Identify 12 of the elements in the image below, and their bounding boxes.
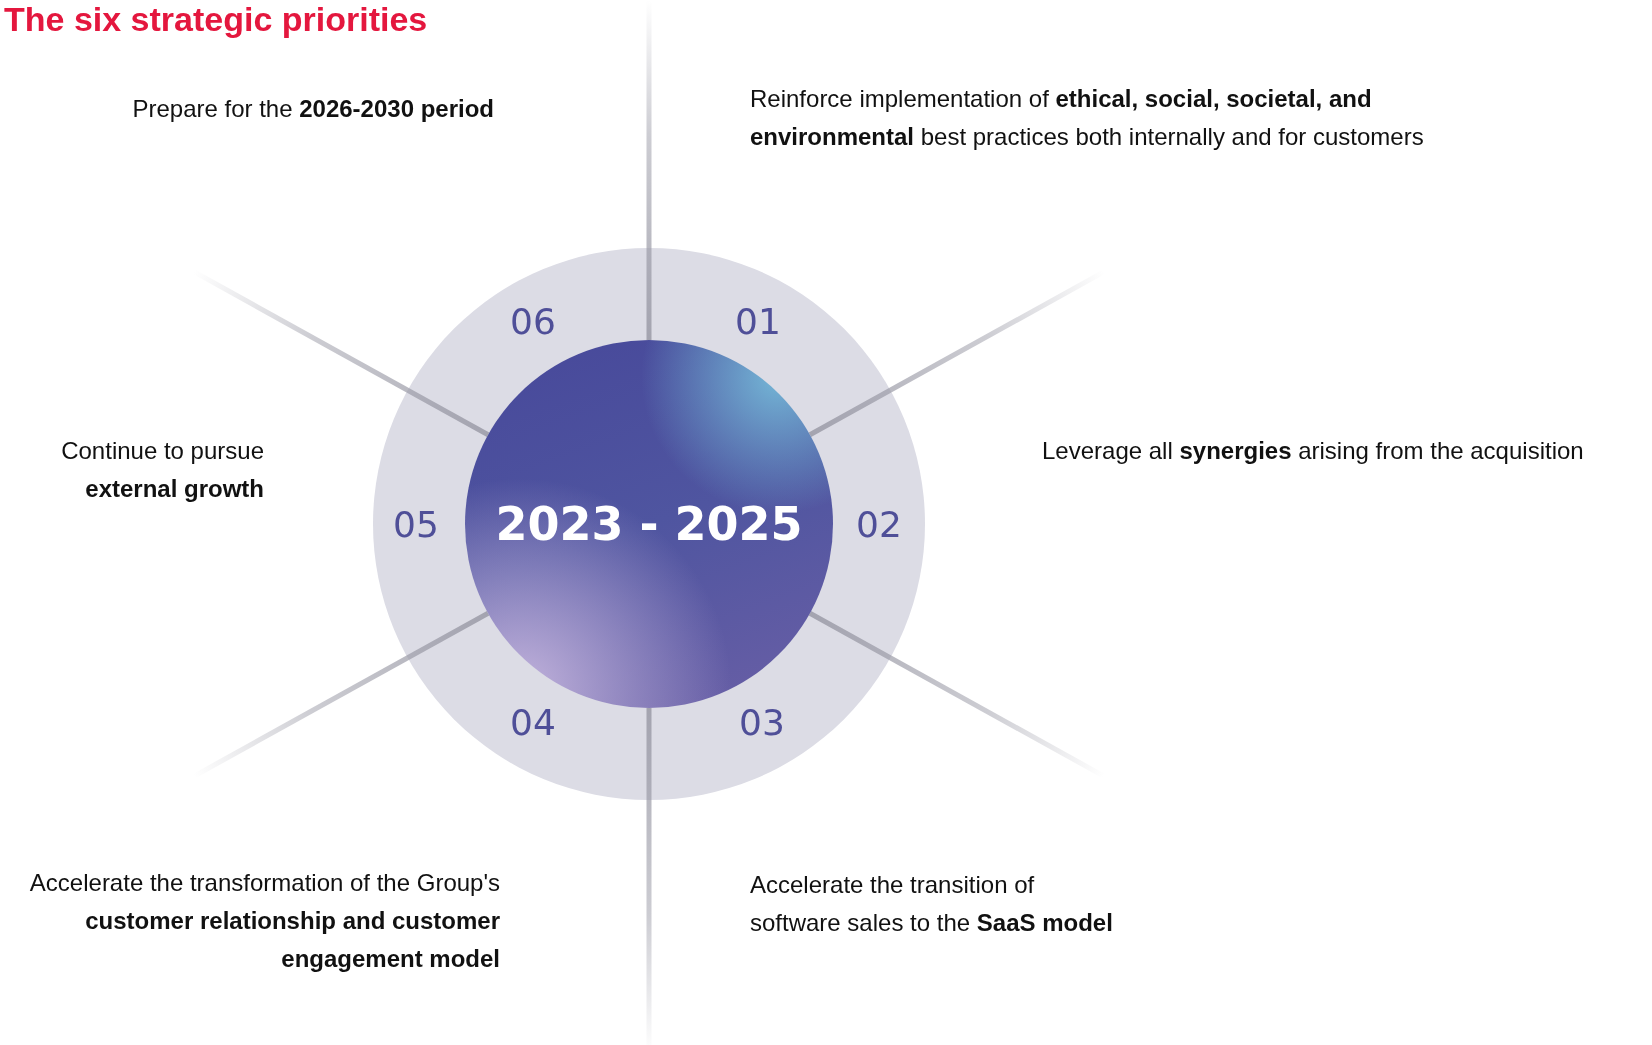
segment-number: 02: [856, 503, 902, 545]
page-title: The six strategic priorities: [4, 0, 428, 39]
priority-text: Reinforce implementation of ethical, social, societal, and environmental best practices both internally and for customers: [750, 84, 1425, 152]
priority-text: Accelerate the transformation of the Group's customer relationship and customer engagement model: [28, 868, 500, 974]
priority-text: Continue to pursue external growth: [60, 436, 264, 504]
center-circle: 2023 - 2025: [465, 340, 833, 708]
priority-text: Accelerate the transition of software sales to the SaaS model: [750, 870, 1114, 938]
priority-text: Prepare for the 2026-2030 period: [131, 94, 494, 124]
segment-number: 05: [393, 503, 439, 545]
priority-text: Leverage all synergies arising from the acquisition: [1042, 436, 1585, 466]
segment-number: 06: [510, 300, 556, 342]
segment-number: 01: [735, 300, 781, 342]
